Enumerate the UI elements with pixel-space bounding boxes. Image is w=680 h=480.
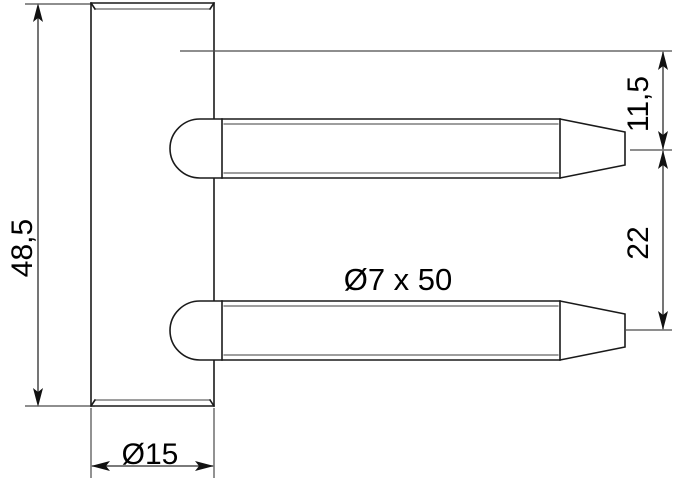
dimension-height-overall	[25, 3, 95, 407]
arrowhead-down-22	[658, 311, 668, 330]
pin-lower-fill	[170, 301, 626, 360]
arrowhead-right-bottom	[195, 461, 214, 471]
dimension-label-height-overall: 48,5	[6, 219, 39, 277]
arrowhead-up-115	[658, 51, 668, 70]
arrowhead-up-22	[658, 150, 668, 169]
annotation-pin-spec: Ø7 x 50	[344, 262, 453, 297]
dimension-pin-top-offset	[658, 51, 668, 150]
pin-upper	[169, 118, 626, 179]
pin-upper-fill	[170, 119, 626, 178]
plate-corner-bevels	[89, 1, 216, 408]
dimension-label-plate-width: Ø15	[122, 438, 179, 471]
arrowhead-down-115	[658, 131, 668, 150]
arrowhead-up-left	[33, 3, 43, 22]
arrowhead-down-left	[33, 388, 43, 407]
dimension-label-pin-spacing: 22	[622, 226, 655, 259]
arrowhead-left-bottom	[91, 461, 110, 471]
dimension-label-pin-top-offset: 11,5	[622, 76, 655, 132]
dimension-plate-width	[90, 408, 215, 478]
pin-lower	[169, 300, 626, 361]
dimension-pin-spacing	[658, 150, 668, 330]
